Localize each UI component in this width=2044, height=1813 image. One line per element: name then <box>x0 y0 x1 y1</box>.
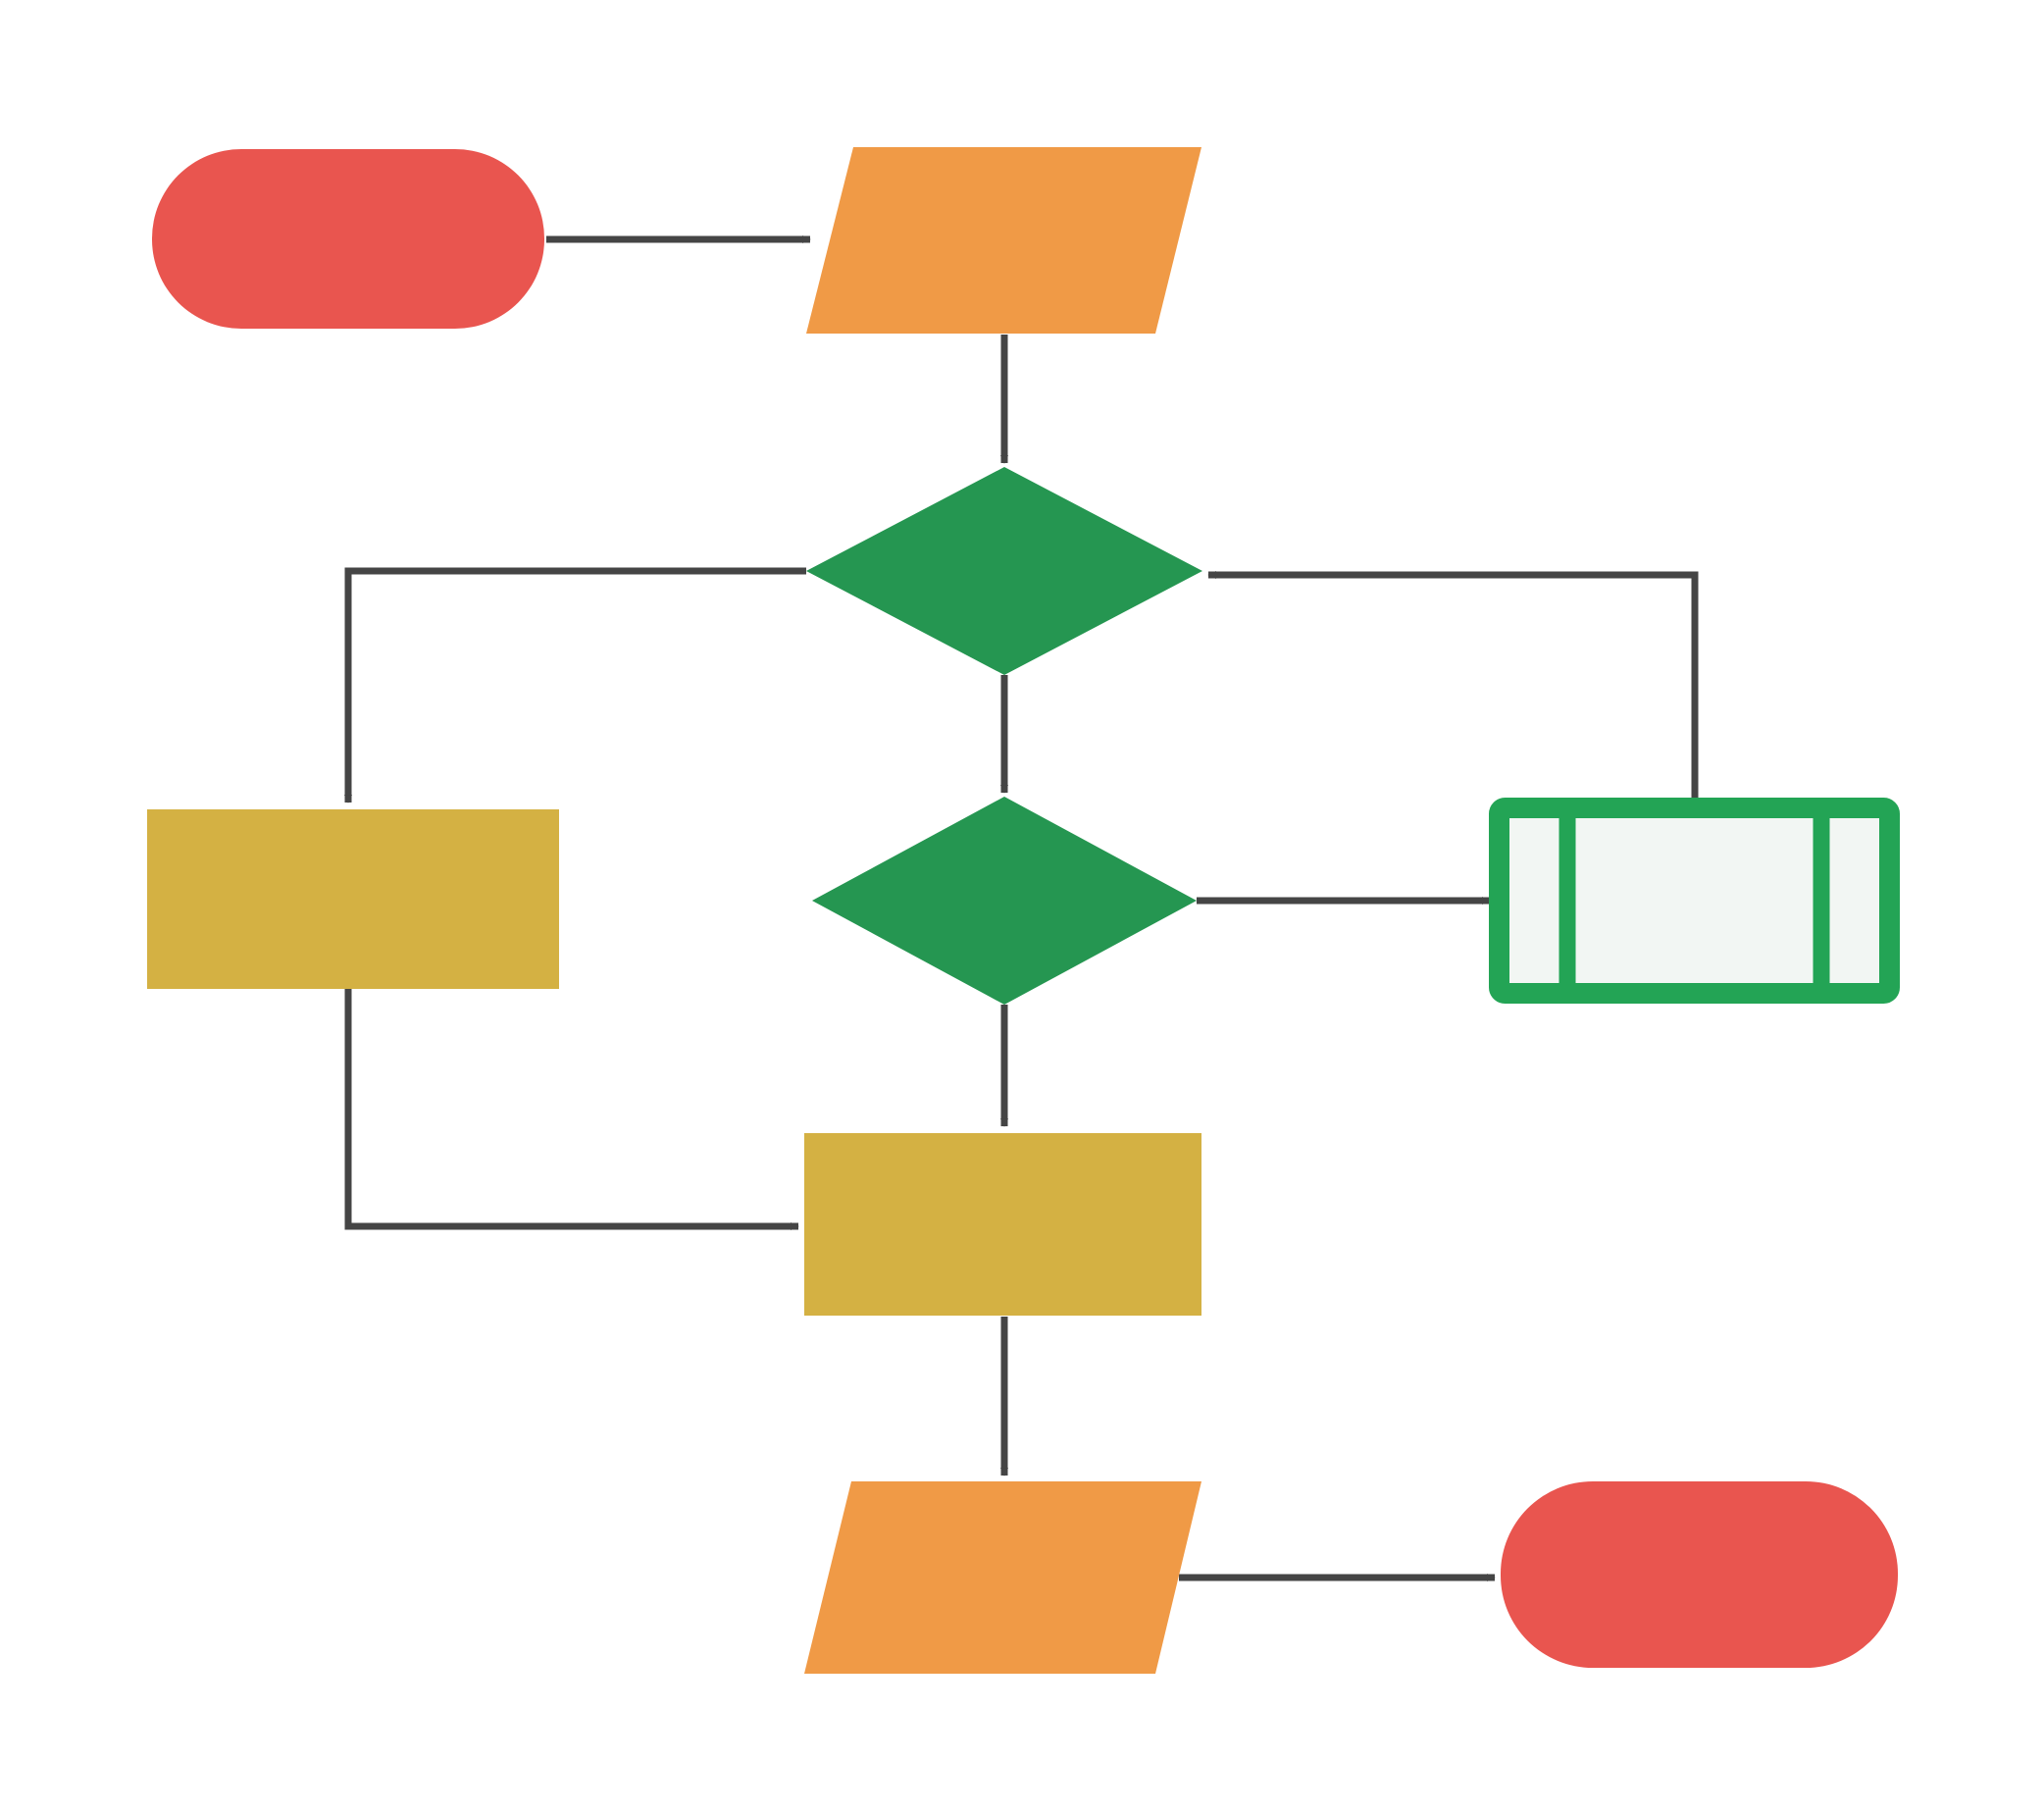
output-parallelogram-shape[interactable] <box>804 1481 1201 1674</box>
edge-subroutine-to-decision1-feedback <box>1207 570 1699 803</box>
process-main-shape[interactable] <box>804 1133 1201 1316</box>
input-parallelogram-shape[interactable] <box>806 147 1201 334</box>
decision-2-shape[interactable] <box>812 797 1197 1005</box>
start-terminator-shape[interactable] <box>152 149 544 329</box>
end-terminator-shape[interactable] <box>1501 1481 1898 1668</box>
decision-1-shape[interactable] <box>806 467 1202 675</box>
connector-layer <box>343 234 1699 1582</box>
node-decision-1[interactable] <box>806 467 1202 675</box>
node-input-parallelogram[interactable] <box>806 147 1201 334</box>
edge-decision1-to-process-left <box>343 567 806 803</box>
node-end-terminator[interactable] <box>1501 1481 1898 1668</box>
node-decision-2[interactable] <box>812 797 1197 1005</box>
subroutine-outer-shape[interactable] <box>1489 798 1900 1004</box>
process-left-shape[interactable] <box>147 809 559 989</box>
edge-process-left-to-process-main <box>344 989 799 1231</box>
node-process-left[interactable] <box>147 809 559 989</box>
node-process-main[interactable] <box>804 1133 1201 1316</box>
node-output-parallelogram[interactable] <box>804 1481 1201 1674</box>
node-subroutine-predefined-process[interactable] <box>1489 798 1900 1004</box>
node-start-terminator[interactable] <box>152 149 544 329</box>
